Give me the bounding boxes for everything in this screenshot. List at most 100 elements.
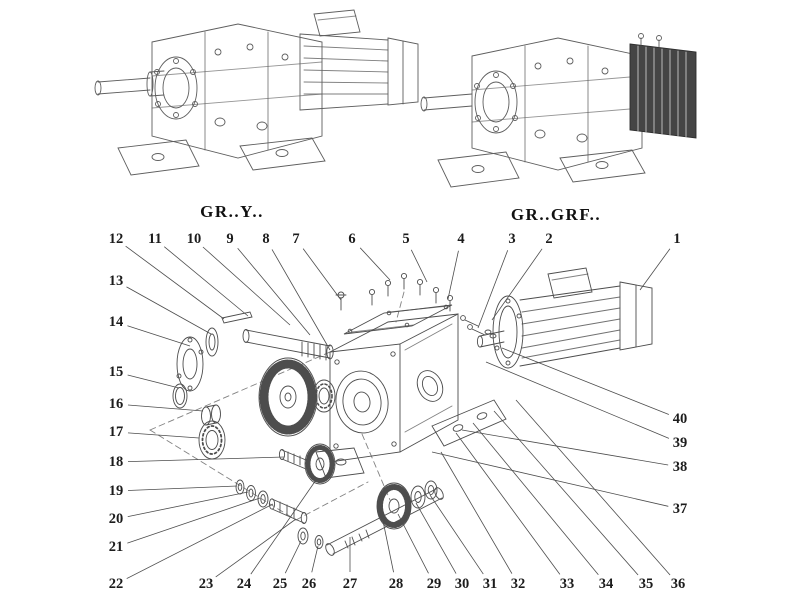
part-number-39: 39	[673, 435, 688, 451]
leader-line-5	[410, 249, 428, 283]
leader-line-21	[127, 497, 261, 544]
leader-line-37	[431, 451, 669, 507]
part-number-4: 4	[457, 231, 464, 247]
output-hub-circle	[154, 56, 198, 120]
fan-cowl	[387, 37, 419, 106]
model-label-gr-grf: GR..GRF..	[510, 205, 602, 224]
leader-line-7	[302, 248, 342, 301]
leader-line-25	[284, 540, 302, 574]
part-number-10: 10	[187, 231, 202, 247]
part-number-37: 37	[673, 501, 688, 517]
bearing-flange	[176, 336, 204, 392]
part-number-21: 21	[109, 539, 124, 555]
shaft-key	[221, 311, 253, 324]
top-cover-and-screws	[335, 272, 454, 335]
leader-line-6	[359, 247, 391, 281]
leader-line-10	[202, 246, 291, 326]
part-number-36: 36	[671, 576, 686, 592]
part-number-23: 23	[199, 576, 214, 592]
leader-line-16	[127, 404, 204, 412]
leader-line-29	[397, 513, 429, 574]
leader-line-19	[127, 485, 238, 491]
part-number-32: 32	[511, 576, 526, 592]
leader-line-26	[311, 545, 319, 573]
leader-line-14	[127, 325, 191, 347]
leader-line-13	[126, 286, 212, 335]
part-number-34: 34	[599, 576, 614, 592]
leader-line-23	[215, 518, 297, 578]
leader-line-30	[415, 502, 457, 574]
part-number-22: 22	[109, 576, 124, 592]
intermediate-gear-set	[235, 443, 336, 549]
part-number-29: 29	[427, 576, 442, 592]
side-bore	[416, 370, 444, 402]
housing-outline	[151, 23, 323, 159]
part-number-6: 6	[348, 231, 355, 247]
part-number-9: 9	[226, 231, 233, 247]
mounting-foot	[315, 447, 365, 479]
motor	[476, 267, 653, 369]
motor-drawing	[299, 9, 419, 111]
output-hub-circle	[474, 70, 518, 134]
leader-line-22	[126, 503, 274, 579]
large-helical-gear	[258, 357, 336, 437]
input-shaft-assembly	[172, 311, 334, 460]
leader-line-1	[639, 248, 671, 291]
seal-ring	[172, 383, 188, 409]
phantom-alignment-lines	[149, 291, 405, 521]
model-label-gr-y: GR..Y..	[200, 202, 264, 221]
leader-line-31	[429, 494, 484, 575]
leader-line-3	[477, 250, 509, 329]
exploded-view	[149, 267, 653, 556]
part-number-24: 24	[237, 576, 252, 592]
part-number-12: 12	[109, 231, 124, 247]
part-number-2: 2	[545, 231, 552, 247]
leader-line-18	[127, 456, 285, 463]
part-number-14: 14	[109, 314, 124, 330]
part-number-11: 11	[148, 231, 162, 247]
ball-bearing	[312, 379, 336, 413]
leader-line-8	[271, 249, 331, 351]
leader-line-28	[382, 520, 394, 573]
leader-line-4	[447, 250, 459, 300]
housing-outline	[471, 37, 643, 171]
fan-cowl	[619, 281, 653, 351]
part-number-13: 13	[109, 273, 124, 289]
part-number-28: 28	[389, 576, 404, 592]
leader-line-9	[237, 247, 311, 336]
mounting-foot	[117, 139, 200, 176]
leader-lines	[125, 245, 671, 579]
part-number-40: 40	[673, 411, 688, 427]
leader-line-39	[485, 361, 670, 439]
part-number-27: 27	[343, 576, 358, 592]
leader-line-12	[125, 245, 225, 320]
terminal-box	[313, 9, 361, 37]
mounting-foot	[239, 137, 326, 171]
leader-line-32	[440, 451, 513, 574]
leader-line-40	[501, 347, 670, 415]
part-number-1: 1	[673, 231, 680, 247]
terminal-box	[547, 267, 593, 299]
pinion-gear	[304, 443, 336, 485]
leader-line-35	[493, 410, 639, 576]
part-number-18: 18	[109, 454, 124, 470]
leader-line-2	[491, 248, 543, 321]
part-number-35: 35	[639, 576, 654, 592]
part-number-31: 31	[483, 576, 498, 592]
mounting-foot	[431, 399, 507, 447]
motor-shaft-end	[476, 335, 484, 348]
leader-line-34	[472, 422, 599, 576]
part-number-5: 5	[402, 231, 409, 247]
part-number-33: 33	[560, 576, 575, 592]
cover-disc	[205, 327, 219, 357]
leader-line-17	[127, 432, 200, 439]
cover-screws	[368, 272, 454, 312]
part-number-3: 3	[508, 231, 515, 247]
mounting-foot	[559, 149, 646, 183]
assembled-view-gr-grf	[420, 33, 697, 188]
leader-line-11	[163, 246, 249, 317]
part-number-16: 16	[109, 396, 124, 412]
